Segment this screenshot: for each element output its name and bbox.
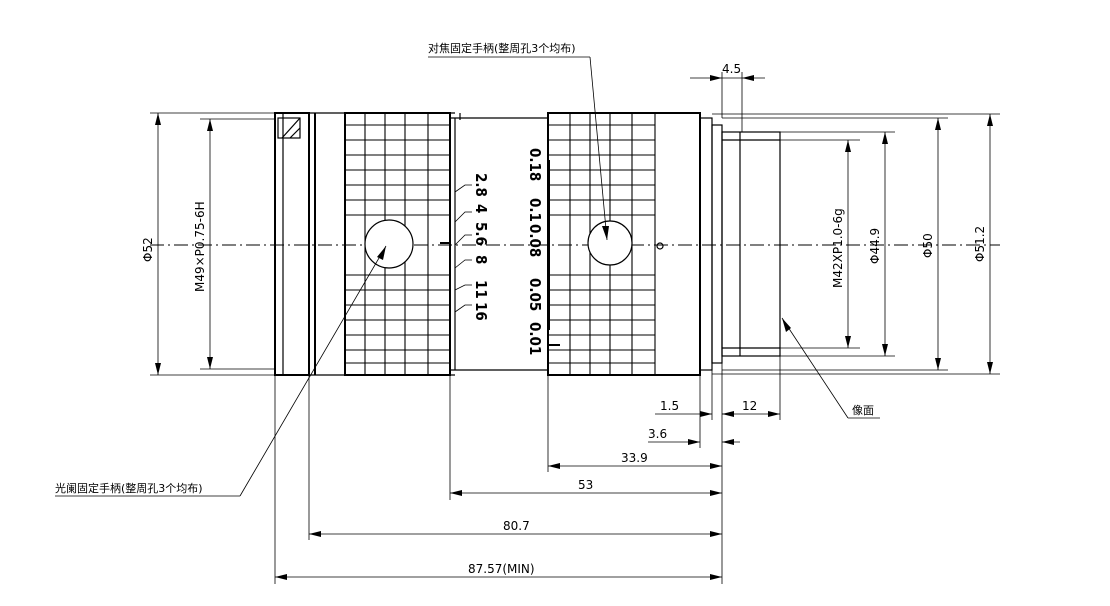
- aperture-scale: 2.8 4 5.6 8 11 16: [472, 173, 490, 321]
- callout-image-plane: 像面: [781, 317, 880, 419]
- len-1-5-label: 1.5: [660, 399, 679, 413]
- callout-focus-handle: 对焦固定手柄(整周孔3个均布): [428, 41, 609, 241]
- thread-front-label: M49×P0.75-6H: [193, 201, 207, 292]
- callout-aperture-handle: 光阑固定手柄(整周孔3个均布): [55, 245, 387, 497]
- dim-3-6: 3.6: [648, 427, 740, 445]
- focus-0-18: 0.18: [526, 148, 544, 181]
- lens-body: [274, 112, 781, 376]
- len-87-57-label: 87.57(MIN): [468, 562, 535, 576]
- d50-label: Φ50: [921, 233, 935, 258]
- dim-87-57: 87.57(MIN): [275, 562, 722, 580]
- len-53-label: 53: [578, 478, 593, 492]
- dim-d44-9: Φ44.9: [780, 131, 895, 357]
- dim-80-7: 80.7: [309, 519, 722, 537]
- len-80-7-label: 80.7: [503, 519, 530, 533]
- focus-0-08: 0.08: [526, 224, 544, 257]
- focus-knurl: [548, 113, 656, 375]
- len-4-5-label: 4.5: [722, 62, 741, 76]
- image-plane-label: 像面: [852, 404, 874, 417]
- focus-0-1: 0.1: [526, 198, 544, 222]
- len-33-9-label: 33.9: [621, 451, 648, 465]
- f-stop-16: 16: [472, 302, 490, 321]
- dim-53: 53: [450, 478, 722, 496]
- bottom-extension-lines: [274, 356, 781, 584]
- dim-d50: Φ50: [722, 117, 948, 371]
- f-stop-8: 8: [472, 255, 490, 264]
- f-stop-5-6: 5.6: [472, 222, 490, 246]
- d44-9-label: Φ44.9: [868, 228, 882, 264]
- dim-33-9: 33.9: [548, 451, 722, 469]
- thread-mount-label: M42XP1.0-6g: [831, 208, 845, 288]
- focus-0-05: 0.05: [526, 278, 544, 311]
- dim-thread-mount: M42XP1.0-6g: [780, 139, 860, 349]
- focus-scale: 0.18 0.1 0.08 0.05 0.01: [526, 148, 544, 355]
- len-12-label: 12: [742, 399, 757, 413]
- aperture-knurl: [345, 113, 450, 375]
- dim-d51-2: Φ51.2: [712, 113, 1000, 375]
- d52-label: Φ52: [141, 237, 155, 262]
- f-stop-4: 4: [472, 204, 490, 213]
- dim-d52: Φ52: [141, 112, 275, 376]
- dim-thread-front: M49×P0.75-6H: [193, 118, 275, 370]
- dim-12: 12: [722, 399, 780, 417]
- focus-0-01: 0.01: [526, 322, 544, 355]
- focus-handle-label: 对焦固定手柄(整周孔3个均布): [428, 41, 576, 55]
- aperture-scale-ticks: [454, 184, 472, 313]
- aperture-handle-label: 光阑固定手柄(整周孔3个均布): [55, 481, 203, 495]
- len-3-6-label: 3.6: [648, 427, 667, 441]
- d51-2-label: Φ51.2: [973, 226, 987, 262]
- f-stop-2-8: 2.8: [472, 173, 490, 197]
- dim-4-5: 4.5: [690, 62, 765, 132]
- f-stop-11: 11: [472, 280, 490, 299]
